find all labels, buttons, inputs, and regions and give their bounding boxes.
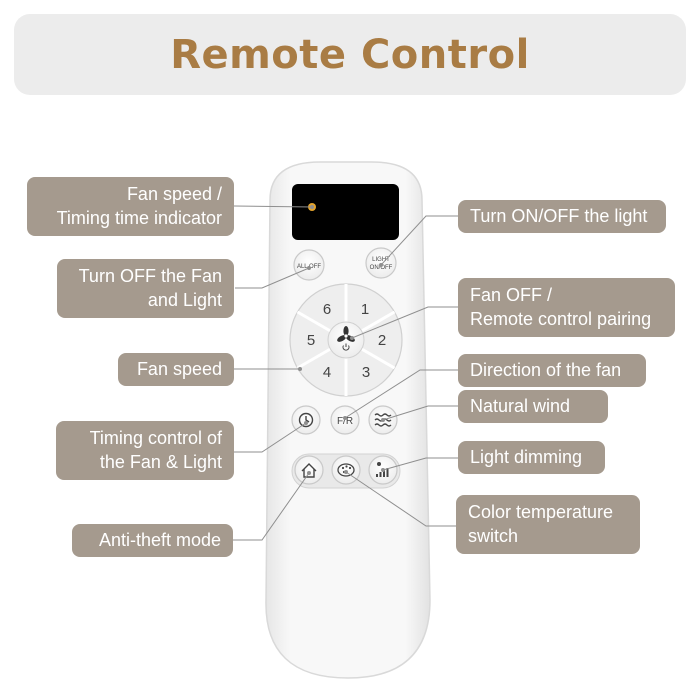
callout-line: Light dimming bbox=[470, 447, 583, 467]
callout-line: Turn ON/OFF the light bbox=[470, 206, 648, 226]
speed-5[interactable]: 5 bbox=[307, 332, 315, 349]
callout-fan-off-pairing: Fan OFF / Remote control pairing bbox=[458, 278, 675, 337]
leader-light bbox=[380, 215, 458, 266]
title-bar: Remote Control bbox=[14, 14, 686, 95]
callout-natural-wind: Natural wind bbox=[458, 390, 608, 423]
display-screen bbox=[292, 184, 399, 240]
leader-fan-off bbox=[351, 306, 458, 339]
callout-turn-off-fan-light: Turn OFF the Fan and Light bbox=[57, 259, 234, 318]
callout-line: Natural wind bbox=[470, 396, 571, 416]
callout-color-temperature: Color temperature switch bbox=[456, 495, 640, 554]
leader-natural-wind bbox=[382, 405, 458, 421]
light-dimming-button[interactable] bbox=[368, 455, 398, 485]
callout-line: Fan OFF / bbox=[470, 285, 553, 305]
fr-label: F/R bbox=[337, 416, 353, 427]
leader-direction bbox=[344, 369, 458, 419]
dimmer-icon bbox=[376, 462, 389, 477]
power-icon bbox=[342, 343, 350, 351]
callout-line: Color temperature bbox=[468, 502, 614, 522]
speed-dial[interactable]: 1 2 3 4 5 6 bbox=[289, 283, 403, 397]
leader-all-off bbox=[235, 267, 310, 289]
clock-icon bbox=[298, 412, 314, 428]
callout-line: Anti-theft mode bbox=[98, 530, 221, 550]
leader-color-temp bbox=[345, 471, 458, 527]
speed-4[interactable]: 4 bbox=[323, 364, 331, 381]
callout-fan-speed-indicator: Fan speed / Timing time indicator bbox=[27, 177, 234, 236]
callout-line: Fan speed / bbox=[126, 184, 222, 204]
home-icon bbox=[301, 463, 317, 478]
onoff-label: ON/OFF bbox=[370, 265, 393, 271]
leader-timing bbox=[234, 422, 307, 453]
speed-3[interactable]: 3 bbox=[362, 364, 370, 381]
light-label: LIGHT bbox=[372, 257, 390, 263]
callout-anti-theft: Anti-theft mode bbox=[72, 524, 233, 557]
timer-button[interactable] bbox=[291, 405, 321, 435]
leader-indicator bbox=[233, 205, 313, 208]
callout-line: Remote control pairing bbox=[470, 309, 652, 329]
callout-line: the Fan & Light bbox=[99, 452, 222, 472]
all-off-button[interactable]: ALL OFF bbox=[293, 249, 325, 281]
callout-line: Turn OFF the Fan bbox=[78, 266, 222, 286]
callout-line: and Light bbox=[147, 290, 222, 310]
speed-6[interactable]: 6 bbox=[323, 301, 331, 318]
callout-line: Direction of the fan bbox=[470, 360, 622, 380]
speed-2[interactable]: 2 bbox=[378, 332, 386, 349]
leader-dimming bbox=[382, 457, 458, 471]
leader-lines bbox=[233, 205, 458, 541]
leader-endpoints bbox=[298, 205, 385, 475]
callout-timing-control: Timing control of the Fan & Light bbox=[56, 421, 234, 480]
callout-line: Fan speed bbox=[136, 359, 222, 379]
anti-theft-button[interactable] bbox=[294, 455, 324, 485]
speed-1[interactable]: 1 bbox=[361, 301, 369, 318]
callout-line: Timing time indicator bbox=[56, 208, 222, 228]
callout-line: switch bbox=[468, 526, 519, 546]
palette-icon bbox=[337, 463, 355, 477]
callout-light-dimming: Light dimming bbox=[458, 441, 605, 474]
callout-direction: Direction of the fan bbox=[458, 354, 646, 387]
page-title: Remote Control bbox=[170, 31, 530, 78]
callout-fan-speed: Fan speed bbox=[118, 353, 234, 386]
leader-anti-theft bbox=[233, 472, 310, 541]
callout-line: Timing control of bbox=[89, 428, 222, 448]
callout-light-toggle: Turn ON/OFF the light bbox=[458, 200, 666, 233]
